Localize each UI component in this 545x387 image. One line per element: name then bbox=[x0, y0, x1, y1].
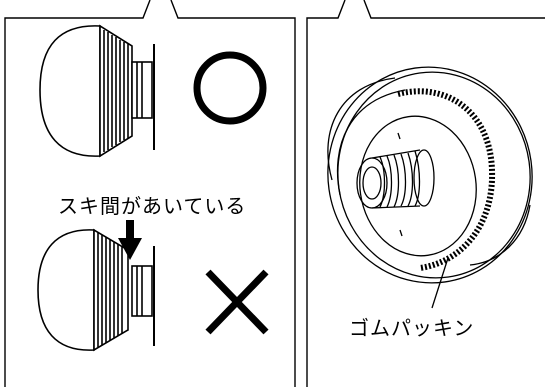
correct-circle-icon bbox=[193, 51, 267, 125]
left-panel-frame bbox=[4, 0, 296, 387]
gap-label: スキ間があいている bbox=[58, 194, 247, 218]
right-panel-frame bbox=[306, 0, 545, 387]
handle-correct bbox=[39, 24, 155, 158]
handle-incorrect bbox=[37, 228, 155, 352]
gasket-illustration bbox=[327, 66, 533, 309]
gasket-label: ゴムパッキン bbox=[349, 316, 475, 340]
incorrect-cross-icon bbox=[205, 269, 269, 335]
down-arrow-icon bbox=[118, 220, 142, 260]
